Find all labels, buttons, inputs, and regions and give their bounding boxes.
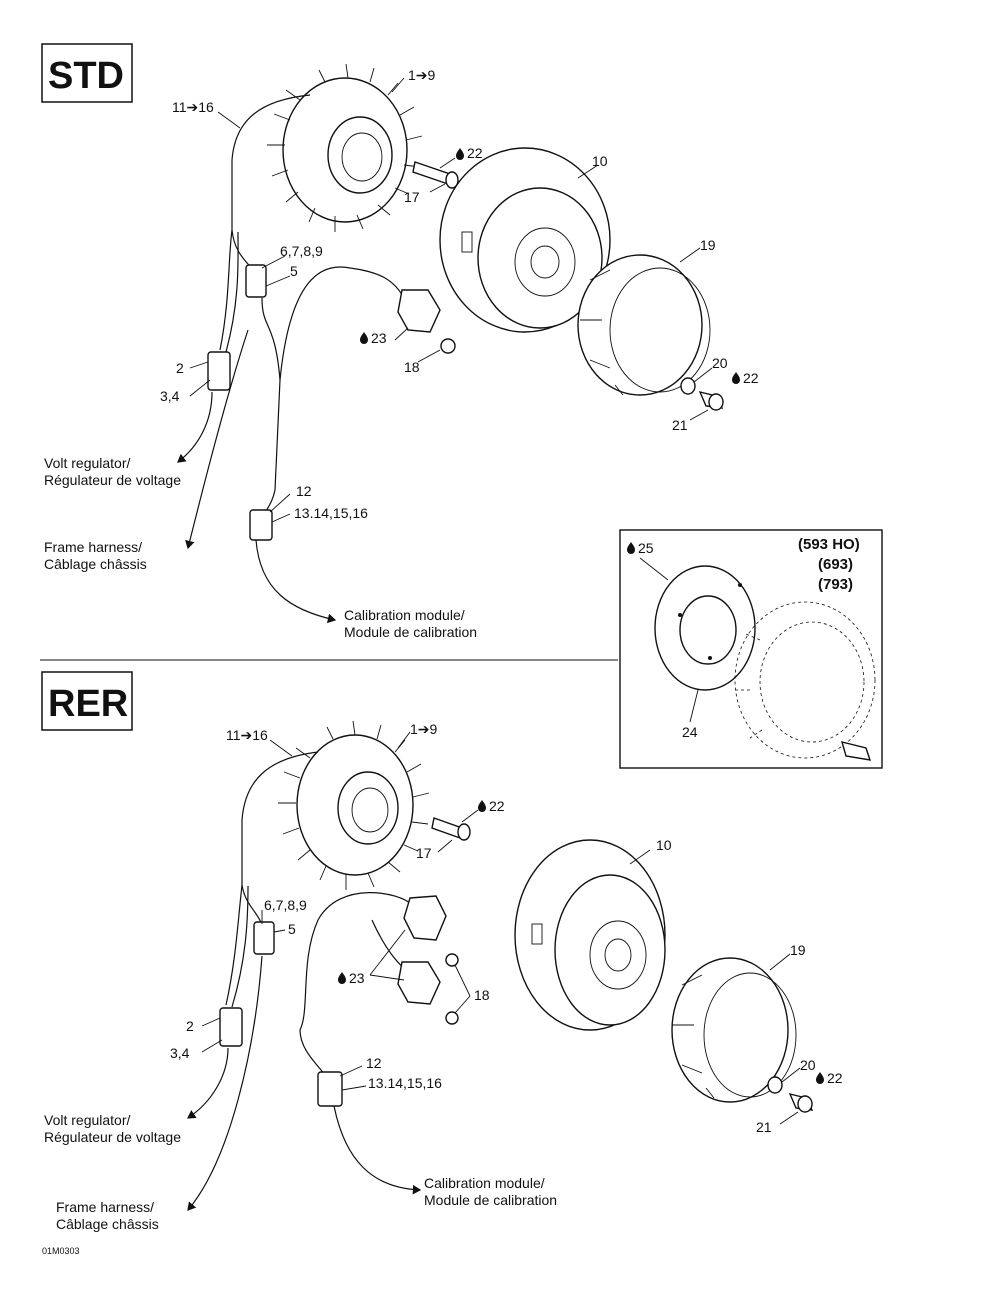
- std-connector-5: [245, 264, 267, 298]
- inset-version-3: (793): [818, 576, 853, 593]
- rer-label-22: 22: [489, 798, 505, 814]
- std-section: STD: [41, 43, 759, 640]
- rer-label-21: 21: [756, 1119, 772, 1135]
- inset-version-2: (693): [818, 556, 853, 573]
- std-sensor: [397, 289, 441, 333]
- std-stator: [267, 63, 423, 232]
- rer-calib-note-2: Module de calibration: [424, 1192, 557, 1208]
- std-glue-icon-22b: [732, 372, 740, 384]
- rer-washer-20: [767, 1076, 783, 1094]
- std-volt-note-2: Régulateur de voltage: [44, 472, 181, 488]
- rer-sensor-wire: [299, 892, 413, 1076]
- rer-glue-icon-22: [478, 800, 486, 812]
- std-washer-20: [680, 377, 696, 395]
- std-glue-icon-23: [360, 332, 368, 344]
- std-label-22b: 22: [743, 370, 759, 386]
- rer-label-10: 10: [656, 837, 672, 853]
- std-label-harness: 11➔16: [172, 99, 214, 115]
- rer-tag-box: [41, 671, 133, 731]
- rer-label-13: 13.14,15,16: [368, 1075, 442, 1091]
- inset-bolt: [840, 741, 872, 761]
- std-tag-box: [41, 43, 133, 103]
- std-label-23: 23: [371, 330, 387, 346]
- std-volt-note-1: Volt regulator/: [44, 455, 130, 471]
- rer-stator: [278, 720, 430, 890]
- rer-sensor-b: [397, 961, 441, 1005]
- rer-section: RER: [41, 671, 843, 1232]
- rer-frame-note-1: Frame harness/: [56, 1199, 154, 1215]
- rer-label-stator: 1➔9: [410, 721, 438, 737]
- std-label-34: 3,4: [160, 388, 180, 404]
- rer-harness-wire: [241, 751, 319, 926]
- rer-label-2: 2: [186, 1018, 194, 1034]
- std-label-2: 2: [176, 360, 184, 376]
- rer-label-5: 5: [288, 921, 296, 937]
- std-label-12: 12: [296, 483, 312, 499]
- figure-code: 01M0303: [42, 1246, 80, 1256]
- std-connector-12: [249, 509, 273, 541]
- rer-calib-note-1: Calibration module/: [424, 1175, 545, 1191]
- inset-ring-ghost: [734, 601, 876, 759]
- std-calib-note-1: Calibration module/: [344, 607, 465, 623]
- rer-tag: RER: [48, 683, 128, 725]
- std-label-19: 19: [700, 237, 716, 253]
- std-label-6789: 6,7,8,9: [280, 243, 323, 259]
- rer-frame-note-2: Câblage châssis: [56, 1216, 159, 1232]
- std-glue-icon-22: [456, 148, 464, 160]
- rer-label-23: 23: [349, 970, 365, 986]
- rer-connector-12: [317, 1071, 343, 1107]
- std-label-stator: 1➔9: [408, 67, 436, 83]
- rer-glue-icon-23: [338, 972, 346, 984]
- std-label-18: 18: [404, 359, 420, 375]
- rer-label-17: 17: [416, 845, 432, 861]
- inset-label-25: 25: [638, 540, 654, 556]
- rer-flywheel: [514, 839, 666, 1031]
- std-tag: STD: [48, 55, 124, 97]
- rer-connector-5: [253, 921, 275, 955]
- std-calib-note-2: Module de calibration: [344, 624, 477, 640]
- std-frame-note-2: Câblage châssis: [44, 556, 147, 572]
- rer-label-34: 3,4: [170, 1045, 190, 1061]
- std-label-21: 21: [672, 417, 688, 433]
- rer-glue-icon-22b: [816, 1072, 824, 1084]
- rer-label-19: 19: [790, 942, 806, 958]
- variant-inset: 25 (593 HO) (693) (793) 24: [619, 529, 883, 769]
- rer-label-18: 18: [474, 987, 490, 1003]
- std-flywheel: [439, 147, 611, 333]
- rer-plug-2: [219, 1007, 243, 1047]
- std-sensor-wire: [261, 297, 281, 521]
- rer-volt-note-2: Régulateur de voltage: [44, 1129, 181, 1145]
- rer-label-22b: 22: [827, 1070, 843, 1086]
- std-label-20: 20: [712, 355, 728, 371]
- std-label-22: 22: [467, 145, 483, 161]
- rer-screw-17: [431, 817, 463, 839]
- std-label-17: 17: [404, 189, 420, 205]
- std-plug-2: [207, 351, 231, 391]
- inset-version-1: (593 HO): [798, 536, 860, 553]
- std-label-10: 10: [592, 153, 608, 169]
- std-trigger-ring: [577, 254, 711, 396]
- rer-label-harness: 11➔16: [226, 727, 268, 743]
- rer-volt-note-1: Volt regulator/: [44, 1112, 130, 1128]
- inset-plate: [654, 565, 756, 691]
- rer-sensor-a: [403, 895, 447, 941]
- std-frame-note-1: Frame harness/: [44, 539, 142, 555]
- rer-label-6789: 6,7,8,9: [264, 897, 307, 913]
- inset-label-24: 24: [682, 724, 698, 740]
- rer-label-12: 12: [366, 1055, 382, 1071]
- rer-trigger-ring: [671, 957, 797, 1103]
- rer-label-20: 20: [800, 1057, 816, 1073]
- std-label-13: 13.14,15,16: [294, 505, 368, 521]
- std-label-5: 5: [290, 263, 298, 279]
